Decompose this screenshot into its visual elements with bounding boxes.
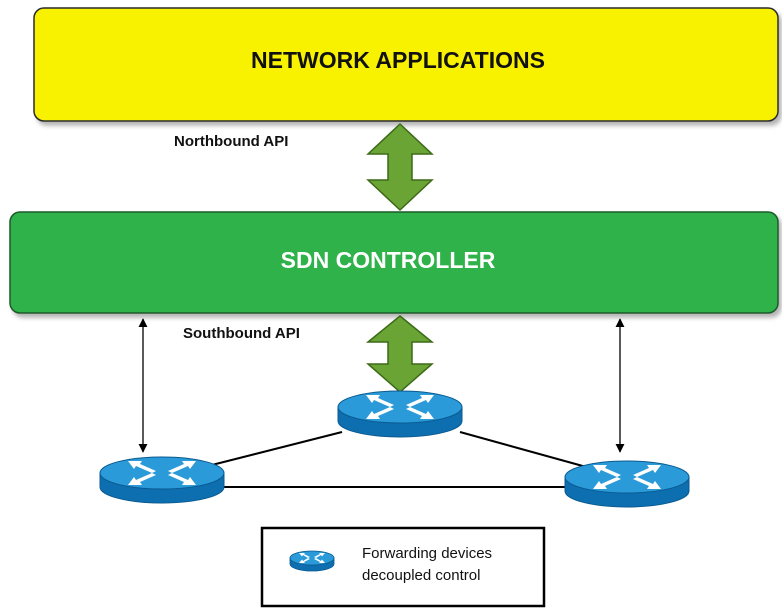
link-top-right (459, 431, 591, 469)
router-icon (99, 456, 225, 504)
device-links (199, 431, 591, 488)
legend-line-1: Forwarding devices (362, 545, 492, 562)
northbound-api-label: Northbound API (174, 133, 288, 150)
network-applications-label: NETWORK APPLICATIONS (251, 47, 545, 73)
network-applications-box (33, 7, 779, 122)
router-icon (337, 390, 463, 438)
sdn-controller-label: SDN CONTROLLER (281, 247, 496, 273)
southbound-api-label: Southbound API (183, 325, 300, 342)
legend-line-2: decoupled control (362, 567, 480, 584)
southbound-api-arrow (365, 315, 435, 393)
network-applications-layer: NETWORK APPLICATIONS (33, 7, 779, 122)
router-icon (564, 460, 690, 508)
sdn-controller-layer: SDN CONTROLLER (9, 211, 779, 314)
link-top-left (199, 431, 343, 469)
sdn-controller-box (9, 211, 779, 314)
legend: Forwarding devices decoupled control (260, 526, 546, 608)
northbound-api-arrow (366, 122, 434, 212)
router-icon (289, 550, 335, 572)
